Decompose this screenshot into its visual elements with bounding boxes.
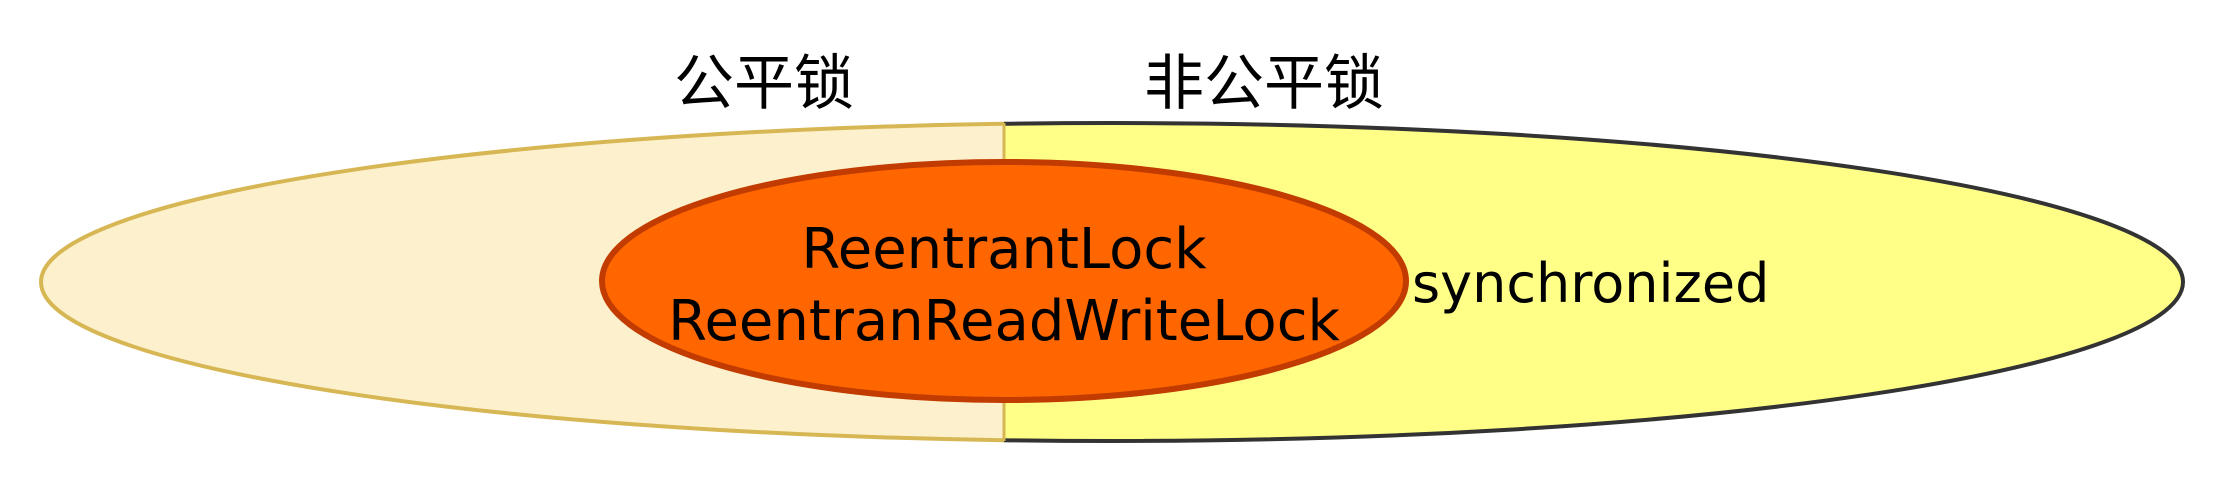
fair-lock-label: 公平锁 xyxy=(674,49,854,119)
reentrant-read-write-lock-label: ReentranReadWriteLock xyxy=(668,289,1340,354)
reentrant-lock-label: ReentrantLock xyxy=(801,217,1207,282)
synchronized-label: synchronized xyxy=(1412,252,1769,315)
reentrant-lock-region xyxy=(599,159,1409,403)
nonfair-lock-label: 非公平锁 xyxy=(1144,49,1384,119)
